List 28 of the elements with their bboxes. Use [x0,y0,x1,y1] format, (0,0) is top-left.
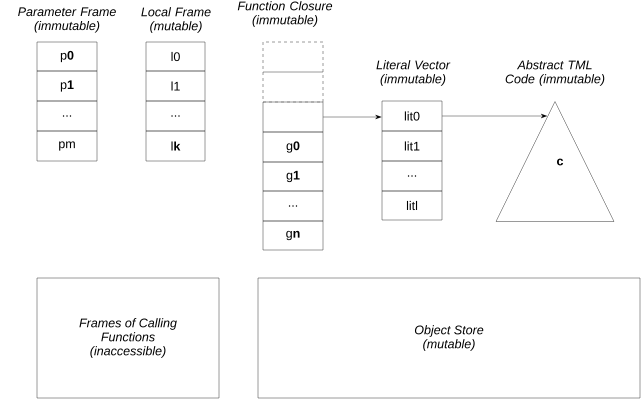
stack-cell: ... [382,160,442,192]
code-triangle: c [496,101,614,222]
dashed-cell [262,72,324,102]
column-heading: Literal Vector (immutable) [376,60,450,86]
region-box: Frames of Calling Functions (inaccessible) [36,278,220,398]
stack-cell: gn [262,220,324,250]
stack-cell: lit1 [382,130,442,162]
stack-cell: p0 [36,42,98,72]
column-heading: Abstract TML Code (immutable) [506,60,604,86]
column-heading: Function Closure (immutable) [238,1,332,27]
region-box: Object Store (mutable) [258,278,640,398]
empty-cell [262,102,324,132]
stack-cell: ... [36,100,98,132]
stack-cell: litl [382,190,442,220]
stack-cell: p1 [36,70,98,102]
arrow [323,114,382,120]
stack-cell: ... [146,100,206,132]
stack-cell: lit0 [382,100,442,132]
stack-cell: l0 [146,42,206,72]
arrow [442,114,547,118]
column-heading: Parameter Frame (immutable) [18,7,116,33]
stack-cell: g1 [262,162,324,192]
stack-cell: pm [36,130,98,162]
stack-cell: l1 [146,70,206,102]
stack-cell: lk [146,130,206,162]
dashed-cell [262,42,324,72]
stack-cell: ... [262,190,324,222]
stack-cell: g0 [262,132,324,162]
